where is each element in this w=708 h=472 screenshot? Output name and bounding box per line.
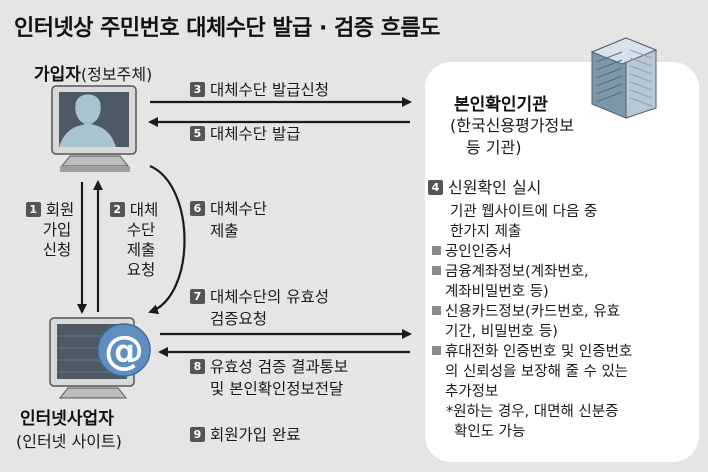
step-2-line4: 요청 [126,261,156,279]
step-8-label: 8 유효성 검증 결과통보 및 본인확인정보전달 [190,356,348,400]
agency-name: 본인확인기관 [454,95,548,115]
verify-item-cert: 공인인증서 [432,242,632,262]
step-1-label: 1 회원 가입 신청 [20,200,80,260]
subscriber-name: 가입자 [34,65,81,85]
user-computer-icon [51,85,137,172]
verify-note-line1: *원하는 경우, 대면해 신분증 [446,404,619,420]
step-2-line1: 대체 [129,201,159,219]
step-6-label: 6 대체수단 제출 [190,198,267,242]
step-2-line3: 제출 [126,241,156,259]
provider-role: (인터넷 사이트) [16,432,122,451]
step-4-text: 신원확인 실시 [448,178,542,197]
step-1-line1: 회원 [45,201,75,219]
agency-role-line1: (한국신용평가정보 [450,116,575,135]
bullet-icon [432,346,441,355]
agency-panel [425,62,699,462]
step-5-text: 대체수단 발급 [210,125,301,143]
step-2-badge: 2 [109,202,125,217]
step-1-badge: 1 [25,202,41,217]
step-4-badge: 4 [428,180,443,195]
verify-intro-line2: 한가지 제출 [450,224,522,240]
step-7-line1: 대체수단의 유효성 [210,288,330,306]
step-8-badge: 8 [190,359,205,374]
step-9-label: 9 회원가입 완료 [190,424,301,446]
step-8-line1: 유효성 검증 결과통보 [210,358,349,376]
step-7-badge: 7 [190,289,205,304]
verify-item-bank: 금융계좌정보(계좌번호, [432,262,632,282]
verify-item-bank-line2: 계좌비밀번호 등) [445,284,549,300]
bullet-icon [432,306,441,315]
step-7-label: 7 대체수단의 유효성 검증요청 [190,286,329,330]
verify-intro-line1: 기관 웹사이트에 다음 중 [450,204,598,220]
step-3-badge: 3 [190,82,205,97]
step-6-line1: 대체수단 [210,200,268,218]
step-6-line2: 제출 [210,222,239,240]
step-2-line2: 수단 [126,221,156,239]
verify-list: 기관 웹사이트에 다음 중 한가지 제출 공인인증서 금융계좌정보(계좌번호, … [432,202,632,442]
agency-role-line2: 등 기관) [466,138,522,157]
bullet-icon [432,266,441,275]
step-3-label: 3 대체수단 발급신청 [190,79,329,101]
verify-item-card: 신용카드정보(카드번호, 유효 [432,302,632,322]
verify-item-phone-line3: 추가정보 [445,384,499,400]
step-8-line2: 및 본인확인정보전달 [210,380,344,398]
web-computer-icon: @ [49,317,151,399]
step-9-badge: 9 [190,427,205,442]
subscriber-role: (정보주체) [80,65,153,84]
step-5-label: 5 대체수단 발급 [190,123,301,145]
verify-item-card-line2: 기간, 비밀번호 등) [445,324,558,340]
verify-item-phone-line2: 의 신뢰성을 보장해 줄 수 있는 [445,364,629,380]
step-1-line3: 신청 [42,241,72,259]
arrow-step6 [148,164,186,315]
step-9-text: 회원가입 완료 [210,426,301,444]
step-4-heading: 4 신원확인 실시 [428,174,541,198]
step-3-text: 대체수단 발급신청 [210,81,330,99]
step-7-line2: 검증요청 [210,310,268,328]
step-6-badge: 6 [190,201,205,216]
verify-item-phone: 휴대전화 인증번호 및 인증번호 [432,342,632,362]
svg-text:@: @ [104,328,144,374]
step-1-line2: 가입 [42,221,72,239]
bullet-icon [432,246,441,255]
subscriber-label: 가입자(정보주체) [34,60,152,85]
step-2-label: 2 대체 수단 제출 요청 [103,200,165,280]
provider-name: 인터넷사업자 [20,409,114,429]
verify-note-line2: 확인도 가능 [454,424,526,440]
building-icon [590,37,658,119]
step-5-badge: 5 [190,126,205,141]
page-title: 인터넷상 주민번호 대체수단 발급 · 검증 흐름도 [14,16,440,41]
